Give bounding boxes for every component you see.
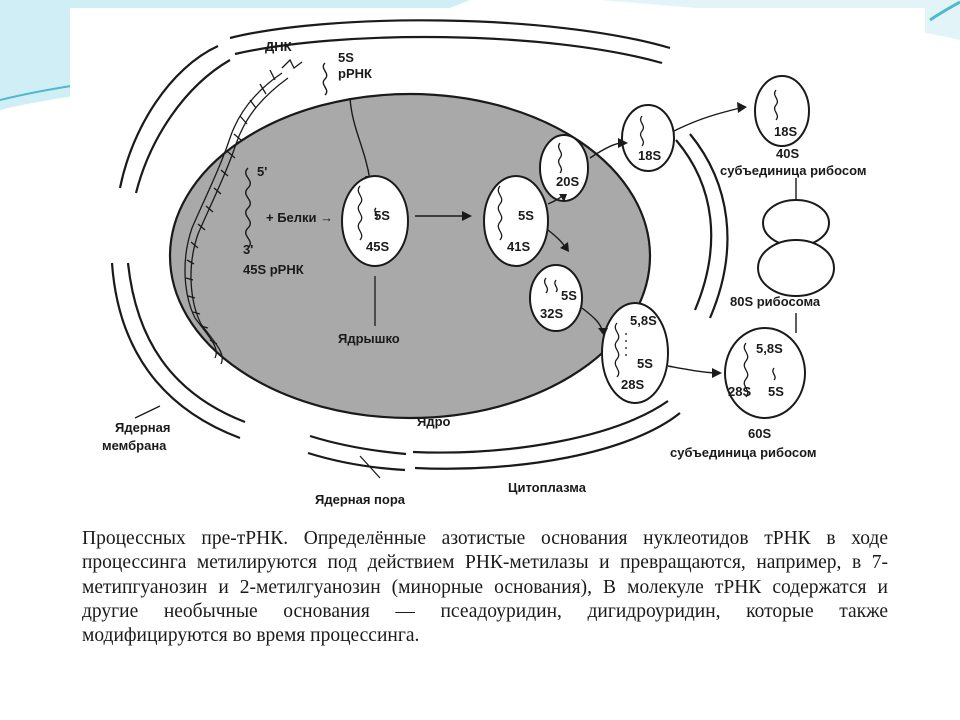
- particle-45s: [341, 175, 409, 267]
- label-p3-20s: 20S: [556, 174, 579, 189]
- label-small-subunit: субъединица рибосом: [720, 163, 866, 178]
- rrna5s-squiggle: [322, 62, 328, 96]
- slide-caption: Процессных пре-тРНК. Определённые азотис…: [82, 528, 888, 647]
- label-45s-rrna: 45S рРНК: [243, 262, 304, 277]
- subunit-60s-5s-rna: [772, 367, 776, 381]
- arrowhead-60s: [712, 368, 722, 378]
- particle-41s: [483, 175, 549, 267]
- arrow-45s-41s-head: [462, 211, 472, 221]
- subunit-40s: [754, 75, 810, 147]
- particle-32s-rna: [543, 277, 558, 294]
- diagram-canvas: ДНК 5S рРНК 5' + Белки → 3' 45S рРНК 5S …: [70, 8, 925, 513]
- arrowhead-down: [560, 242, 569, 252]
- label-dna: ДНК: [265, 39, 292, 54]
- ribosome-80s-large: [757, 239, 835, 297]
- dna-helix: [184, 69, 289, 365]
- rrna5s-arrow: [349, 97, 371, 181]
- particle-45s-5s-rna: [374, 207, 378, 220]
- particle-20s-rna: [557, 142, 563, 174]
- arrowhead-20s: [559, 194, 567, 202]
- particle-20s: [539, 134, 589, 202]
- label-p6-5s: 5S: [637, 356, 653, 371]
- label-18s: 18S: [774, 124, 797, 139]
- particle-45s-rna: [357, 185, 363, 241]
- nucleolus-region: [168, 92, 652, 420]
- rrna45s-squiggle: [245, 167, 251, 249]
- label-p6-58s: 5,8S: [630, 313, 657, 328]
- label-3-prime: 3': [243, 242, 253, 257]
- arrowhead-40s: [737, 102, 747, 113]
- particle-32s: [529, 264, 583, 332]
- label-nuclear-membrane-a: Ядерная: [115, 420, 170, 435]
- particle-28s-rna: [614, 322, 620, 378]
- subunit-60s-rna: [743, 342, 749, 398]
- dna-pointer: [281, 58, 303, 69]
- label-60s-5s: 5S: [768, 384, 784, 399]
- label-nucleolus: Ядрышко: [338, 331, 400, 346]
- label-80s-ribosome: 80S рибосома: [730, 294, 821, 309]
- arrowhead-18s: [618, 138, 628, 148]
- rrna-processing-figure: ДНК 5S рРНК 5' + Белки → 3' 45S рРНК 5S …: [70, 8, 925, 513]
- arrowhead-28s: [598, 328, 608, 336]
- label-5-prime: 5': [257, 164, 267, 179]
- label-p2-41s: 41S: [507, 239, 530, 254]
- label-p4-18s: 18S: [638, 148, 661, 163]
- label-40s: 40S: [776, 146, 799, 161]
- nuclear-membrane: [110, 19, 729, 472]
- label-60s-28s: 28S: [728, 384, 751, 399]
- label-nuclear-membrane-b: мембрана: [102, 438, 167, 453]
- label-p1-45s: 45S: [366, 239, 389, 254]
- label-60s: 60S: [748, 426, 771, 441]
- label-p6-28s: 28S: [621, 377, 644, 392]
- label-p5-5s: 5S: [561, 288, 577, 303]
- particle-28s-nuclear: [601, 302, 669, 404]
- label-60s-58s: 5,8S: [756, 341, 783, 356]
- leader-lines: [134, 276, 381, 479]
- label-p5-32s: 32S: [540, 306, 563, 321]
- wave-stroke-right: [929, 0, 960, 22]
- label-p1-5s: 5S: [374, 208, 390, 223]
- particle-18s-rna: [639, 115, 645, 147]
- label-nucleus: Ядро: [417, 414, 451, 429]
- particle-18s-nuclear: [621, 104, 675, 172]
- label-cytoplasm: Цитоплазма: [508, 480, 587, 495]
- subunit-40s-rna: [773, 89, 779, 121]
- label-5s-b: рРНК: [338, 66, 372, 81]
- label-p2-5s: 5S: [518, 208, 534, 223]
- label-plus-proteins: + Белки →: [266, 210, 333, 225]
- label-large-subunit: субъединица рибосом: [670, 445, 816, 460]
- label-5s-a: 5S: [338, 50, 354, 65]
- label-nuclear-pore: Ядерная пора: [315, 492, 406, 507]
- particle-41s-rna: [497, 185, 503, 241]
